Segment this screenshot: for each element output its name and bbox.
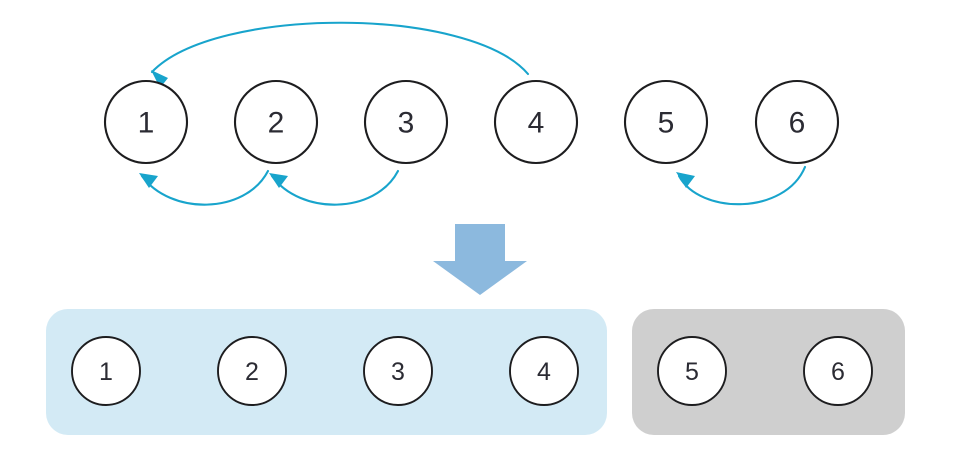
edge-arc	[270, 169, 400, 206]
node-circle	[103, 79, 189, 165]
edges-layer	[139, 21, 807, 206]
gray-node-6[interactable]: 6	[803, 336, 873, 406]
gray-node-5[interactable]: 5	[657, 336, 727, 406]
top-node-5[interactable]: 5	[623, 79, 709, 165]
node-label: 1	[99, 358, 113, 386]
group-nodes-layer: 1 2 3 4 5 6	[71, 336, 873, 406]
top-node-2[interactable]: 2	[233, 79, 319, 165]
node-label: 3	[398, 107, 415, 140]
node-label: 2	[268, 107, 285, 140]
node-circle	[657, 336, 727, 406]
top-node-3[interactable]: 3	[363, 79, 449, 165]
edge-arrowhead	[139, 173, 158, 188]
top-node-4[interactable]: 4	[493, 79, 579, 165]
group-panels-layer	[46, 309, 905, 435]
node-label: 5	[685, 358, 699, 386]
edge-6-to-5	[676, 165, 807, 206]
node-label: 6	[831, 358, 845, 386]
edge-2-to-1	[139, 169, 270, 206]
node-circle	[217, 336, 287, 406]
blue-node-1[interactable]: 1	[71, 336, 141, 406]
node-circle	[623, 79, 709, 165]
top-nodes-layer: 1 2 3 4 5 6	[103, 79, 840, 165]
node-circle	[71, 336, 141, 406]
node-label: 4	[528, 107, 545, 140]
node-circle	[233, 79, 319, 165]
node-circle	[363, 336, 433, 406]
selected-group-panel	[46, 309, 607, 435]
node-label: 3	[391, 358, 405, 386]
edge-arc	[150, 21, 530, 76]
edge-4-to-1	[150, 21, 530, 88]
blue-node-4[interactable]: 4	[509, 336, 579, 406]
node-circle	[754, 79, 840, 165]
top-node-1[interactable]: 1	[103, 79, 189, 165]
node-label: 1	[138, 107, 155, 140]
edge-arrowhead	[151, 70, 168, 88]
node-circle	[509, 336, 579, 406]
edge-arc	[140, 169, 270, 206]
edge-3-to-2	[269, 169, 400, 206]
node-label: 6	[789, 107, 806, 140]
blue-node-3[interactable]: 3	[363, 336, 433, 406]
downward-transition-arrow	[433, 224, 527, 295]
top-node-6[interactable]: 6	[754, 79, 840, 165]
node-label: 4	[537, 358, 551, 386]
node-circle	[803, 336, 873, 406]
transition-arrow-layer	[433, 224, 527, 295]
edge-arc	[677, 165, 807, 206]
edge-arrowhead	[676, 172, 695, 188]
node-label: 2	[245, 358, 259, 386]
blue-node-2[interactable]: 2	[217, 336, 287, 406]
edge-arrowhead	[269, 173, 288, 188]
node-label: 5	[658, 107, 675, 140]
node-circle	[493, 79, 579, 165]
node-circle	[363, 79, 449, 165]
